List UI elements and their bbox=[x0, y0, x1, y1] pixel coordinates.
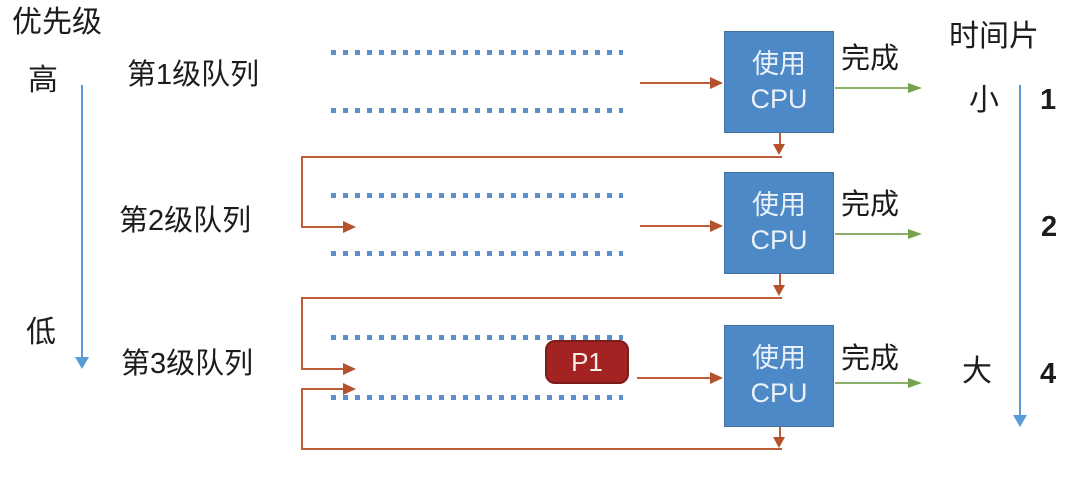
arrow-right-icon bbox=[343, 383, 356, 395]
queue-3-bottom-dots bbox=[331, 395, 623, 400]
feedback-3-entry-line bbox=[301, 388, 343, 390]
cpu-box-1-line1: 使用 bbox=[752, 49, 806, 80]
feedback-1-drop-line bbox=[779, 133, 781, 144]
done-label-3: 完成 bbox=[841, 343, 900, 375]
timeslice-arrow-line bbox=[1019, 85, 1021, 415]
arrow-right-icon bbox=[710, 220, 723, 232]
queue-1-bottom-dots bbox=[331, 108, 623, 113]
queue-3-label: 第3级队列 bbox=[121, 348, 254, 380]
arrow-right-icon bbox=[908, 83, 922, 93]
feedback-3-vertical-line bbox=[301, 389, 303, 450]
queue-2-top-dots bbox=[331, 193, 623, 198]
timeslice-axis-title: 时间片 bbox=[949, 20, 1039, 53]
priority-high-label: 高 bbox=[28, 64, 58, 97]
process-p1-label: P1 bbox=[571, 346, 603, 377]
arrow-down-icon bbox=[773, 285, 785, 296]
cpu-box-3-line2: CPU bbox=[750, 378, 808, 408]
feedback-2-horizontal-line bbox=[301, 297, 782, 299]
queue-2-label: 第2级队列 bbox=[119, 205, 252, 237]
arrow-down-icon bbox=[773, 437, 785, 448]
queue-1-label: 第1级队列 bbox=[127, 59, 260, 91]
arrow-right-icon bbox=[343, 363, 356, 375]
cpu-box-2-line2: CPU bbox=[750, 225, 808, 255]
feedback-3-horizontal-line bbox=[301, 448, 782, 450]
cpu-box-1-line2: CPU bbox=[750, 84, 808, 114]
timeslice-small-label: 小 bbox=[969, 84, 999, 117]
queue-2-to-cpu-line bbox=[640, 225, 710, 227]
feedback-1-entry-line bbox=[301, 226, 343, 228]
cpu-box-1: 使用 CPU bbox=[724, 31, 834, 133]
arrow-right-icon bbox=[710, 372, 723, 384]
process-to-cpu-line bbox=[637, 377, 710, 379]
priority-low-label: 低 bbox=[26, 316, 56, 349]
arrow-right-icon bbox=[908, 229, 922, 239]
done-label-1: 完成 bbox=[841, 43, 900, 75]
queue-1-top-dots bbox=[331, 50, 623, 55]
cpu-box-3-line1: 使用 bbox=[752, 343, 806, 374]
priority-arrow-line bbox=[81, 85, 83, 357]
feedback-1-vertical-line bbox=[301, 156, 303, 227]
queue-2-bottom-dots bbox=[331, 251, 623, 256]
feedback-2-drop-line bbox=[779, 274, 781, 285]
cpu-box-2: 使用 CPU bbox=[724, 172, 834, 274]
timeslice-value-3: 4 bbox=[1040, 358, 1057, 390]
arrow-down-icon bbox=[773, 144, 785, 155]
timeslice-value-1: 1 bbox=[1040, 84, 1057, 116]
done-arrow-2-line bbox=[835, 233, 908, 235]
done-arrow-1-line bbox=[835, 87, 908, 89]
process-p1: P1 bbox=[545, 340, 629, 384]
queue-3-top-dots bbox=[331, 335, 623, 340]
priority-axis-title: 优先级 bbox=[12, 6, 102, 39]
cpu-box-2-line1: 使用 bbox=[752, 190, 806, 221]
arrow-right-icon bbox=[710, 77, 723, 89]
cpu-box-3: 使用 CPU bbox=[724, 325, 834, 427]
done-arrow-3-line bbox=[835, 382, 908, 384]
arrow-down-icon bbox=[1013, 415, 1027, 427]
queue-1-to-cpu-line bbox=[640, 82, 710, 84]
arrow-right-icon bbox=[908, 378, 922, 388]
timeslice-value-2: 2 bbox=[1041, 211, 1058, 243]
arrow-right-icon bbox=[343, 221, 356, 233]
feedback-3-drop-line bbox=[779, 427, 781, 437]
timeslice-large-label: 大 bbox=[962, 355, 992, 388]
feedback-1-horizontal-line bbox=[301, 156, 782, 158]
feedback-2-vertical-line bbox=[301, 297, 303, 369]
done-label-2: 完成 bbox=[841, 189, 900, 221]
feedback-2-entry-line bbox=[301, 368, 343, 370]
arrow-down-icon bbox=[75, 357, 89, 369]
